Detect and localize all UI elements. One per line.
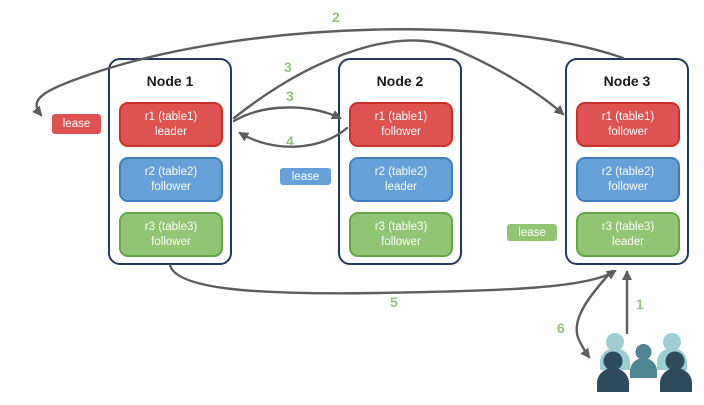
node3-replica-r3: r3 (table3) leader — [576, 212, 680, 257]
node2-replica-r3: r3 (table3) follower — [349, 212, 453, 257]
replica-role: leader — [385, 180, 417, 193]
node-3-box: Node 3 r1 (table1) follower r2 (table2) … — [565, 58, 689, 265]
replica-name: r1 (table1) — [144, 111, 198, 124]
node3-replica-r1: r1 (table1) follower — [576, 102, 680, 147]
replica-role: follower — [151, 180, 191, 193]
replica-role: leader — [155, 125, 187, 138]
replica-role: follower — [151, 235, 191, 248]
replica-name: r2 (table2) — [374, 166, 428, 179]
replica-name: r3 (table3) — [601, 221, 655, 234]
node-1-box: Node 1 r1 (table1) leader r2 (table2) fo… — [108, 58, 232, 265]
replica-name: r1 (table1) — [374, 111, 428, 124]
node-3-title: Node 3 — [603, 73, 651, 89]
replica-name: r2 (table2) — [144, 166, 198, 179]
node1-replica-r2: r2 (table2) follower — [119, 157, 223, 202]
replica-name: r3 (table3) — [374, 221, 428, 234]
node-2-box: Node 2 r1 (table1) follower r2 (table2) … — [338, 58, 462, 265]
replica-role: leader — [612, 235, 644, 248]
node1-replica-r3: r3 (table3) follower — [119, 212, 223, 257]
replica-role: follower — [381, 235, 421, 248]
replica-name: r3 (table3) — [144, 221, 198, 234]
lease-label-green: lease — [505, 222, 559, 243]
users-group-icon — [597, 333, 692, 392]
replica-role: follower — [608, 180, 648, 193]
arrow-5-node1-to-node3 — [168, 263, 617, 295]
replica-name: r1 (table1) — [601, 111, 655, 124]
step-label-6: 6 — [557, 320, 565, 336]
lease-label-red: lease — [50, 112, 103, 136]
node1-replica-r1: r1 (table1) leader — [119, 102, 223, 147]
step-label-3b: 3 — [286, 88, 294, 104]
arrow-3-node1-to-node2 — [232, 106, 342, 123]
node-2-title: Node 2 — [376, 73, 424, 89]
step-label-2: 2 — [332, 9, 340, 25]
replica-role: follower — [381, 125, 421, 138]
step-label-3a: 3 — [284, 59, 292, 75]
step-label-5: 5 — [390, 294, 398, 310]
node2-replica-r1: r1 (table1) follower — [349, 102, 453, 147]
node-1-title: Node 1 — [146, 73, 194, 89]
node3-replica-r2: r2 (table2) follower — [576, 157, 680, 202]
replica-name: r2 (table2) — [601, 166, 655, 179]
step-label-1: 1 — [636, 296, 644, 312]
lease-label-blue: lease — [278, 166, 333, 187]
node2-replica-r2: r2 (table2) leader — [349, 157, 453, 202]
step-label-4: 4 — [286, 133, 294, 149]
replica-role: follower — [608, 125, 648, 138]
